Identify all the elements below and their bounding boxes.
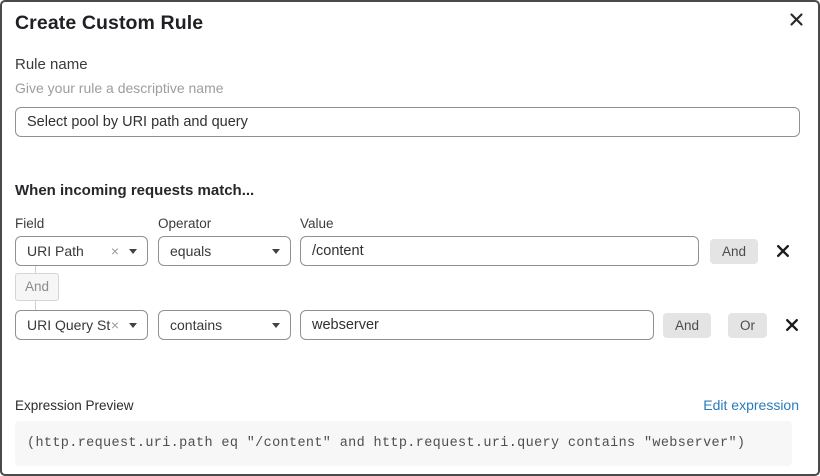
edit-expression-link[interactable]: Edit expression — [703, 397, 799, 413]
delete-row-1-button[interactable] — [774, 242, 792, 260]
condition-connector: And — [15, 266, 60, 310]
rule-name-input[interactable] — [15, 107, 800, 137]
column-labels: Field Operator Value — [15, 216, 818, 231]
field-column-label: Field — [15, 216, 45, 231]
clear-icon[interactable]: × — [110, 243, 119, 259]
chevron-down-icon — [129, 248, 137, 254]
expression-preview-label: Expression Preview — [15, 397, 134, 413]
clear-icon[interactable]: × — [110, 317, 119, 333]
value-input-1[interactable] — [300, 236, 699, 266]
expression-code: (http.request.uri.path eq "/content" and… — [27, 436, 746, 451]
page-title: Create Custom Rule — [15, 12, 204, 34]
connector-and-badge: And — [15, 273, 60, 301]
operator-column-label: Operator — [158, 216, 212, 231]
chevron-down-icon — [129, 322, 137, 328]
value-column-label: Value — [300, 216, 334, 231]
rule-name-label: Rule name — [15, 56, 88, 73]
condition-row-2: URI Query St... × contains And Or — [15, 310, 818, 340]
field-select-1[interactable]: URI Path × — [15, 236, 148, 266]
rule-name-helper: Give your rule a descriptive name — [15, 80, 224, 96]
delete-icon — [785, 318, 799, 332]
value-input-2[interactable] — [300, 310, 654, 340]
operator-select-1-value: equals — [170, 243, 212, 259]
expression-preview-header: Expression Preview Edit expression — [15, 397, 799, 413]
operator-select-1[interactable]: equals — [158, 236, 291, 266]
operator-select-2-value: contains — [170, 317, 223, 333]
close-button[interactable] — [787, 10, 805, 28]
match-heading: When incoming requests match... — [15, 182, 255, 199]
delete-row-2-button[interactable] — [783, 316, 801, 334]
chevron-down-icon — [272, 322, 280, 328]
condition-row-1: URI Path × equals And — [15, 236, 818, 266]
expression-code-block: (http.request.uri.path eq "/content" and… — [15, 421, 792, 466]
delete-icon — [776, 244, 790, 258]
chevron-down-icon — [272, 248, 280, 254]
field-select-2-value: URI Query St... — [27, 317, 111, 333]
field-select-2[interactable]: URI Query St... × — [15, 310, 148, 340]
operator-select-2[interactable]: contains — [158, 310, 291, 340]
field-select-1-value: URI Path — [27, 243, 84, 259]
and-button-row-1[interactable]: And — [710, 238, 759, 264]
and-button-row-2[interactable]: And — [663, 312, 712, 338]
or-button-row-2[interactable]: Or — [728, 312, 768, 338]
close-icon — [789, 12, 804, 27]
